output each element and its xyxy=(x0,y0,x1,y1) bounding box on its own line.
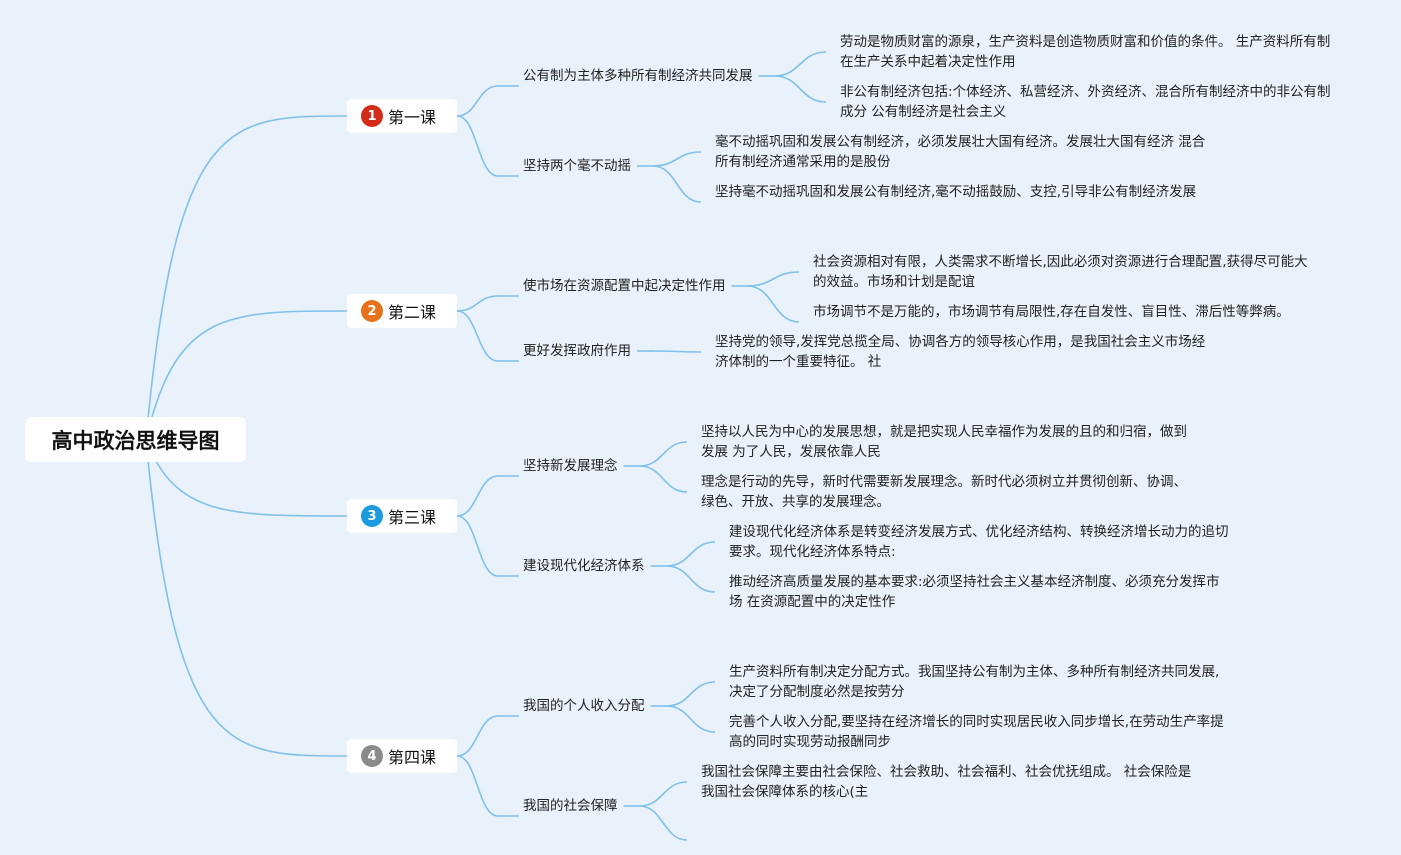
lesson-label: 第四课 xyxy=(388,748,437,767)
lesson-number-badge: 3 xyxy=(361,505,383,527)
leaf-node[interactable]: 我国社会保障主要由社会保险、社会救助、社会福利、社会优抚组成。 社会保险是我国社… xyxy=(701,764,1192,800)
lesson-label: 第三课 xyxy=(388,508,437,527)
topic-to-leaf-link xyxy=(666,541,716,567)
lesson-to-topic-link xyxy=(456,85,499,117)
topic-to-leaf-link xyxy=(666,565,716,593)
lesson-to-topic-link xyxy=(456,115,499,177)
topic-to-leaf-link xyxy=(747,271,800,287)
lesson-to-topic-link xyxy=(456,715,499,757)
lesson-number-badge: 1 xyxy=(361,105,383,127)
leaf-node[interactable]: 市场调节不是万能的，市场调节有局限性,存在自发性、盲目性、滞后性等弊病。 xyxy=(813,304,1290,320)
lesson-label: 第二课 xyxy=(388,303,437,322)
lesson-node-3[interactable]: 3 第三课 xyxy=(347,499,457,533)
topic-node[interactable]: 坚持两个毫不动摇 xyxy=(523,158,631,174)
lesson-to-topic-link xyxy=(456,475,499,517)
root-to-lesson-link xyxy=(145,115,348,441)
lesson-node-4[interactable]: 4 第四课 xyxy=(347,739,457,773)
root-to-lesson-link xyxy=(145,310,348,441)
lesson-to-topic-link xyxy=(456,755,499,817)
leaf-node[interactable]: 劳动是物质财富的源泉，生产资料是创造物质财富和价值的条件。 生产资料所有制在生产… xyxy=(840,34,1331,70)
leaf-node[interactable]: 毫不动摇巩固和发展公有制经济，必须发展壮大国有经济。发展壮大国有经济 混合所有制… xyxy=(715,134,1206,170)
topic-to-leaf-link xyxy=(666,681,716,707)
leaf-node[interactable]: 社会资源相对有限，人类需求不断增长,因此必须对资源进行合理配置,获得尽可能大的效… xyxy=(813,254,1308,290)
leaf-node[interactable]: 生产资料所有制决定分配方式。我国坚持公有制为主体、多种所有制经济共同发展,决定了… xyxy=(729,664,1220,700)
lesson-node-2[interactable]: 2 第二课 xyxy=(347,294,457,328)
topic-node[interactable]: 我国的社会保障 xyxy=(523,798,618,814)
topic-node[interactable]: 更好发挥政府作用 xyxy=(523,343,631,359)
leaf-node[interactable]: 完善个人收入分配,要坚持在经济增长的同时实现居民收入同步增长,在劳动生产率提高的… xyxy=(729,714,1224,750)
topic-to-leaf-link xyxy=(639,805,688,841)
topic-node[interactable]: 公有制为主体多种所有制经济共同发展 xyxy=(523,68,753,84)
topic-node[interactable]: 坚持新发展理念 xyxy=(523,458,618,474)
topic-to-leaf-link xyxy=(747,285,800,323)
topic-to-leaf-link xyxy=(639,465,688,493)
root-to-lesson-link xyxy=(145,439,348,517)
leaf-node[interactable]: 坚持以人民为中心的发展思想，就是把实现人民幸福作为发展的且的和归宿，做到发展 为… xyxy=(701,424,1187,460)
leaf-node[interactable]: 推动经济高质量发展的基本要求:必须坚持社会主义基本经济制度、必须充分发挥市场 在… xyxy=(729,574,1220,610)
topic-node[interactable]: 使市场在资源配置中起决定性作用 xyxy=(523,278,726,294)
lesson-number-badge: 4 xyxy=(361,745,383,767)
leaf-node[interactable]: 建设现代化经济体系是转变经济发展方式、优化经济结构、转换经济增长动力的追切要求。… xyxy=(729,524,1229,560)
mindmap-root[interactable]: 高中政治思维导图 xyxy=(25,417,246,462)
topic-to-leaf-link xyxy=(666,705,716,733)
lesson-to-topic-link xyxy=(456,295,499,312)
topic-to-leaf-link xyxy=(652,350,702,353)
topic-to-leaf-link xyxy=(774,75,827,103)
topic-to-leaf-link xyxy=(774,51,827,77)
leaf-node[interactable]: 理念是行动的先导，新时代需要新发展理念。新时代必须树立并贯彻创新、协调、绿色、开… xyxy=(701,474,1187,510)
topic-to-leaf-link xyxy=(652,165,702,203)
lesson-to-topic-link xyxy=(456,515,499,577)
lesson-label: 第一课 xyxy=(388,108,437,127)
leaf-node[interactable]: 坚持毫不动摇巩固和发展公有制经济,毫不动摇鼓励、支控,引导非公有制经济发展 xyxy=(715,184,1197,200)
lesson-to-topic-link xyxy=(456,310,499,362)
topic-to-leaf-link xyxy=(639,781,688,807)
leaf-node[interactable]: 非公有制经济包括:个体经济、私营经济、外资经济、混合所有制经济中的非公有制成分 … xyxy=(840,84,1331,120)
topic-node[interactable]: 建设现代化经济体系 xyxy=(523,558,645,574)
lesson-number-badge: 2 xyxy=(361,300,383,322)
root-to-lesson-link xyxy=(145,439,348,757)
topic-to-leaf-link xyxy=(639,441,688,467)
leaf-node[interactable]: 坚持党的领导,发挥党总揽全局、协调各方的领导核心作用，是我国社会主义市场经济体制… xyxy=(715,334,1206,370)
topic-to-leaf-link xyxy=(652,151,702,167)
topic-node[interactable]: 我国的个人收入分配 xyxy=(523,698,645,714)
lesson-node-1[interactable]: 1 第一课 xyxy=(347,99,457,133)
